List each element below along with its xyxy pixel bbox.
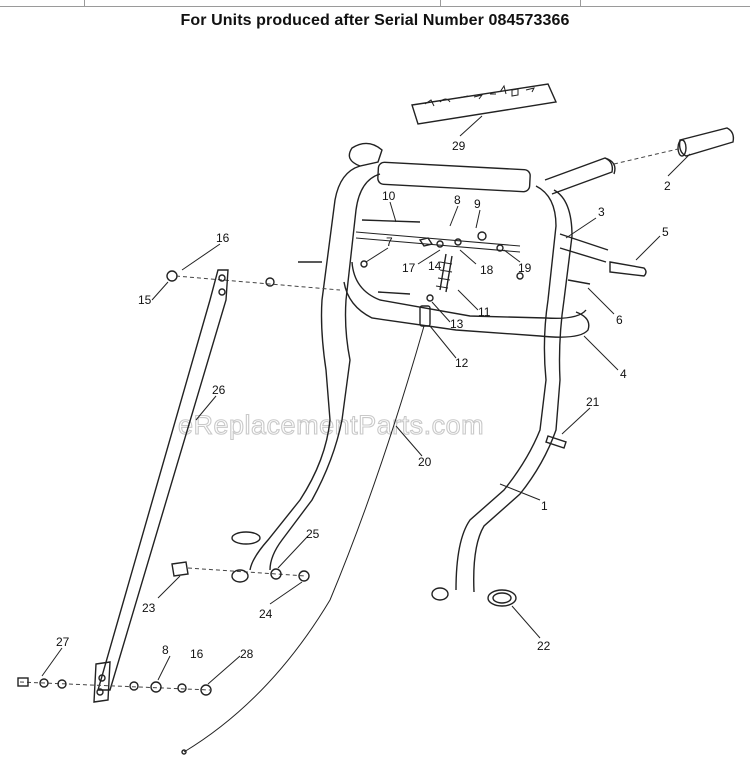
callout-23: 23 (142, 601, 156, 615)
callout-14: 14 (428, 259, 442, 273)
callout-8-lower: 8 (162, 643, 169, 657)
rear-hardware-parts (431, 435, 567, 607)
page-title: For Units produced after Serial Number 0… (180, 12, 570, 29)
callout-3: 3 (598, 205, 605, 219)
callout-18: 18 (480, 263, 494, 277)
callout-13: 13 (450, 317, 464, 331)
callout-9: 9 (474, 197, 481, 211)
callout-16: 16 (216, 231, 230, 245)
callout-5: 5 (662, 225, 669, 239)
callout-17: 17 (402, 261, 416, 275)
callout-16-lower: 16 (190, 647, 204, 661)
callout-1: 1 (541, 499, 548, 513)
decal-part (411, 83, 558, 125)
crossbar-parts (343, 231, 609, 338)
top-table-rule (0, 0, 750, 7)
handle-grip-part (613, 127, 735, 165)
upper-handle-part (249, 142, 616, 593)
callout-4: 4 (620, 367, 627, 381)
leader-lines (41, 115, 691, 685)
callout-10: 10 (382, 189, 396, 203)
callout-21: 21 (586, 395, 600, 409)
callout-19: 19 (518, 261, 532, 275)
callout-25: 25 (306, 527, 320, 541)
table-divider (84, 0, 85, 6)
pivot-hardware-parts (171, 531, 310, 583)
watermark-text: eReplacementParts.com (178, 410, 484, 440)
callout-labels: 1 2 3 4 5 6 7 8 8 9 10 11 12 13 14 15 16… (56, 139, 671, 661)
callout-28: 28 (240, 647, 254, 661)
callout-11: 11 (478, 305, 491, 319)
callout-12: 12 (455, 356, 469, 370)
callout-29: 29 (452, 139, 466, 153)
lower-hardware-parts (17, 677, 212, 696)
callout-7: 7 (386, 235, 393, 249)
callout-20: 20 (418, 455, 432, 469)
spring-part (419, 253, 453, 327)
cable-part (181, 325, 425, 755)
callout-26: 26 (212, 383, 226, 397)
table-divider (440, 0, 441, 6)
callout-15: 15 (138, 293, 152, 307)
callout-24: 24 (259, 607, 273, 621)
callout-6: 6 (616, 313, 623, 327)
callout-22: 22 (537, 639, 551, 653)
callout-27: 27 (56, 635, 70, 649)
pin-part (609, 261, 647, 277)
table-divider (580, 0, 581, 6)
control-rod-part (93, 269, 229, 703)
callout-8: 8 (454, 193, 461, 207)
hardware-parts (166, 219, 591, 295)
callout-2: 2 (664, 179, 671, 193)
